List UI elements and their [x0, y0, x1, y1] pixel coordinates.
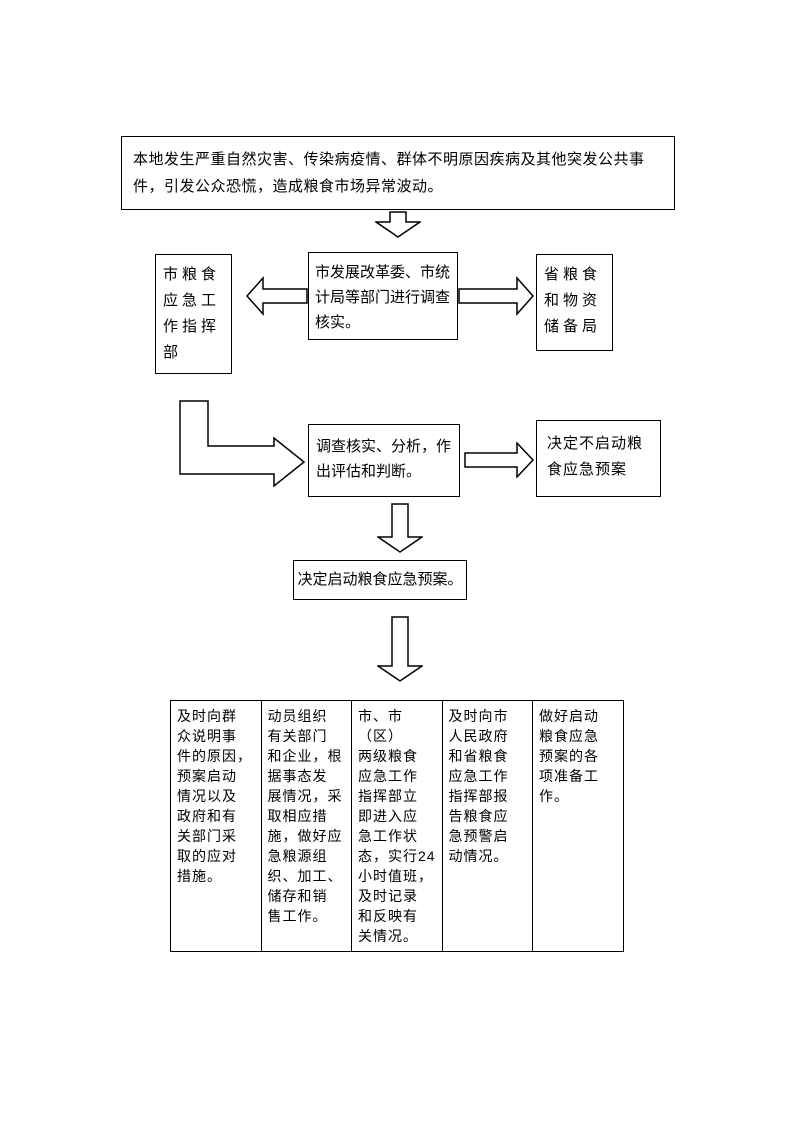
action-report-upward-box: 及时向市 人民政府 和省粮食 应急工作 指挥部报 告粮食应 急预警启 动情况。 — [441, 700, 534, 952]
right-arrow-icon-2 — [464, 442, 534, 478]
activation-decision-box: 决定启动粮食应急预案。 — [293, 560, 467, 600]
action-inform-public-box: 及时向群 众说明事 件的原因， 预案启动 情况以及 政府和有 关部门采 取的应对… — [170, 700, 262, 952]
provincial-reserve-bureau-box: 省粮食 和物资 储备局 — [536, 254, 613, 351]
assessment-box: 调查核实、分析，作 出评估和判断。 — [308, 424, 460, 497]
action-duty-status-box: 市、市（区） 两级粮食 应急工作 指挥部立 即进入应 急工作状 态，实行24 小… — [351, 700, 443, 952]
left-arrow-icon — [246, 276, 308, 316]
action-prepare-plan-box: 做好启动 粮食应急 预案的各 项准备工 作。 — [532, 700, 624, 952]
no-activation-decision-box: 决定不启动粮 食应急预案 — [536, 420, 661, 497]
action-mobilize-supply-box: 动员组织 有关部门 和企业，根 据事态发 展情况，采 取相应措 施，做好应 急粮… — [260, 700, 353, 952]
trigger-event-box: 本地发生严重自然灾害、传染病疫情、群体不明原因疾病及其他突发公共事 件，引发公众… — [121, 136, 675, 210]
down-arrow-icon-2 — [377, 503, 423, 553]
down-arrow-icon-3 — [377, 616, 423, 682]
action-row: 及时向群 众说明事 件的原因， 预案启动 情况以及 政府和有 关部门采 取的应对… — [170, 700, 624, 952]
elbow-arrow-icon — [179, 400, 306, 488]
city-grain-command-box: 市粮食 应急工 作指挥 部 — [155, 254, 232, 374]
down-arrow-icon-1 — [375, 211, 421, 238]
investigation-departments-box: 市发展改革委、市统 计局等部门进行调查 核实。 — [308, 252, 458, 340]
right-arrow-icon-1 — [458, 276, 534, 316]
